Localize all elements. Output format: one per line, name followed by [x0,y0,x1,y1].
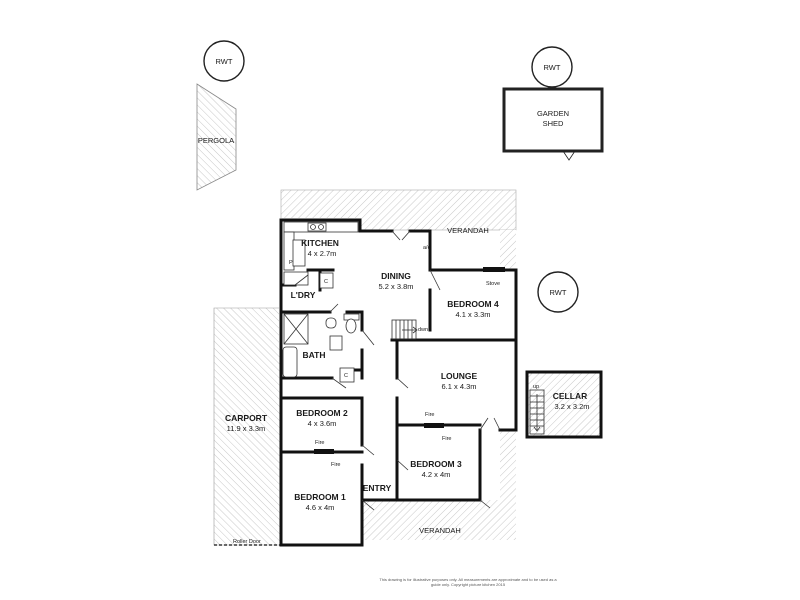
bedroom1-fire-label: Fire [331,462,340,468]
kitchen-name: KITCHEN [301,238,339,248]
dining-name: DINING [381,271,411,281]
ac-label: a/c [423,245,431,251]
dining-dims: 5.2 x 3.8m [378,282,413,291]
bedroom2-fire-label: Fire [315,440,324,446]
disclaimer-line-1: This drawing is for illustrative purpose… [379,577,557,582]
laundry-cupboard-label: C [324,279,328,285]
cellar-dims: 3.2 x 3.2m [554,402,589,411]
bath-name: BATH [303,350,326,360]
rwt-tank-top-right [531,46,573,88]
door-swings [294,230,501,511]
shed-door-swing [562,150,576,161]
pantry-label: P [289,260,293,266]
disclaimer-line-2: guide only. Copyright picture kitchen 20… [431,582,506,587]
lounge-dims: 6.1 x 4.3m [441,382,476,391]
stove-label: Stove [486,281,500,287]
rwt-tank-left [203,40,245,82]
entry-name: ENTRY [363,483,392,493]
laundry-name: L'DRY [291,290,316,300]
pergola-area [196,83,237,191]
bedroom3-dims: 4.2 x 4m [422,470,451,479]
bedroom4-name: BEDROOM 4 [447,299,499,309]
dwn-label: dwn [418,327,428,333]
pergola-label: PERGOLA [198,136,234,145]
bedroom1-name: BEDROOM 1 [294,492,346,502]
bedroom2-dims: 4 x 3.6m [308,419,337,428]
garden-shed [502,87,604,153]
garden-shed-label-2: SHED [543,119,564,128]
bedroom2-name: BEDROOM 2 [296,408,348,418]
fire-bedroom2 [314,449,334,454]
verandah-bottom-label: VERANDAH [419,526,461,535]
bedroom3-name: BEDROOM 3 [410,459,462,469]
carport-name: CARPORT [225,413,268,423]
roller-door-label: Roller Door [233,539,261,545]
cellar-name: CELLAR [553,391,587,401]
rwt-label-left: RWT [216,57,233,66]
stairs-cellar [529,389,545,435]
rwt-tank-right [537,271,579,313]
garden-shed-label-1: GARDEN [537,109,569,118]
bedroom3-fire-label: Fire [442,436,451,442]
bedroom1-dims: 4.6 x 4m [306,503,335,512]
verandah-top-label: VERANDAH [447,226,489,235]
rwt-label-top-right: RWT [544,63,561,72]
bedroom4-dims: 4.1 x 3.3m [455,310,490,319]
kitchen-dims: 4 x 2.7m [308,249,337,258]
verandah-bottom-area [362,500,516,540]
walls [279,218,603,547]
bath-cupboard-label: C [344,373,348,379]
stairs-dining [391,319,418,340]
stove-bedroom4 [483,267,505,272]
carport-dims: 11.9 x 3.3m [227,424,266,433]
rwt-label-right: RWT [550,288,567,297]
kitchen-fixtures [283,221,359,289]
house-footprint [279,218,516,545]
fire-lounge [424,423,444,428]
cellar-up-label: up [533,384,539,390]
lounge-fire-label: Fire [425,412,434,418]
bathroom-fixtures [282,313,360,383]
lounge-name: LOUNGE [441,371,478,381]
